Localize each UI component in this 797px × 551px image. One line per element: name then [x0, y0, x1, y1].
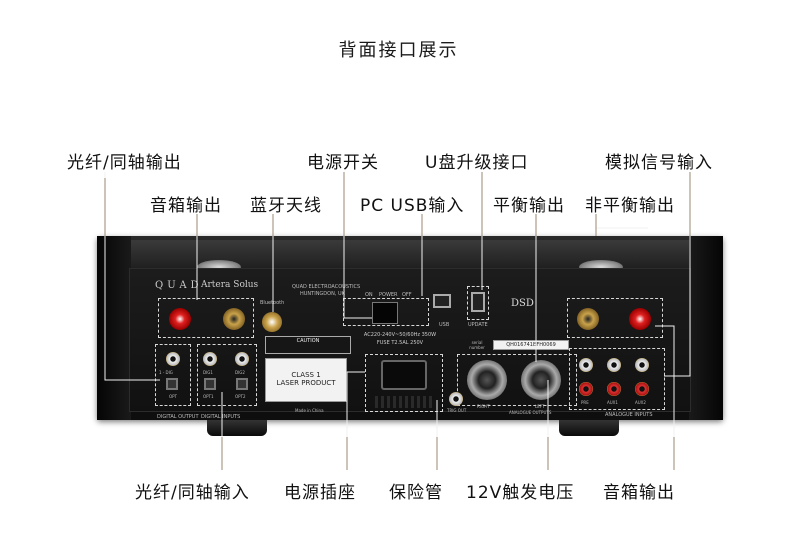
aux2-silk: AUX2: [635, 400, 646, 405]
dsd-logo: DSD: [511, 298, 534, 309]
leader-analog-input: [664, 172, 691, 377]
analogue-inputs-silk: ANALOGUE INPUTS: [605, 412, 653, 418]
usb-update-port[interactable]: [471, 292, 485, 312]
serial-number: QH016741BFH0069: [493, 340, 569, 350]
aux1-silk: AUX1: [607, 400, 618, 405]
label-analog-input: 模拟信号输入: [605, 153, 713, 173]
aux1-right-jack[interactable]: [607, 382, 621, 396]
dig-in-tag-1: DIG1: [203, 370, 213, 375]
coax-input-2-jack[interactable]: [235, 352, 249, 366]
dig-in-tag-2: DIG2: [235, 370, 245, 375]
label-balanced-out: 平衡输出: [493, 196, 565, 216]
speaker-post-black-right[interactable]: [577, 308, 599, 330]
pre-out-left-jack[interactable]: [579, 358, 593, 372]
power-rating: AC220-240V~50/60Hz 350W: [363, 332, 437, 338]
balanced-output-box: [457, 354, 577, 406]
pre-out-right-jack[interactable]: [579, 382, 593, 396]
speaker-out-left-box: [158, 298, 254, 338]
right-silk: RIGHT: [477, 404, 490, 409]
power-off-silk: OFF: [402, 292, 412, 298]
xlr-output-right[interactable]: [467, 360, 507, 400]
foot-right: [559, 420, 619, 436]
speaker-out-right-box: [567, 298, 663, 338]
fuse-holder[interactable]: [375, 396, 435, 408]
trig-out-silk: TRIG OUT: [447, 408, 467, 413]
bluetooth-silk: Bluetooth: [260, 300, 285, 306]
model-name: Artera Solus: [201, 280, 259, 290]
power-socket[interactable]: [381, 360, 427, 390]
power-on-silk: ON: [365, 292, 373, 298]
update-port-box: [467, 286, 489, 320]
label-pc-usb-input: PC USB输入: [360, 196, 465, 216]
aux2-right-jack[interactable]: [635, 382, 649, 396]
label-speaker-out-top: 音箱输出: [150, 196, 222, 216]
made-in-silk: Made in China: [295, 408, 324, 413]
left-silk: LEFT: [535, 404, 545, 409]
label-fuse: 保险管: [389, 483, 443, 503]
digital-output-silk: DIGITAL OUTPUT: [157, 414, 199, 420]
opt-tag: OPT: [169, 394, 178, 399]
pre-silk: PRE: [581, 400, 589, 405]
update-silk: UPDATE: [468, 322, 488, 328]
speaker-post-black-left[interactable]: [223, 308, 245, 330]
leader-power-switch: [343, 172, 372, 319]
label-optical-coax-in: 光纤/同轴输入: [135, 483, 250, 503]
digital-inputs-silk: DIGITAL INPUTS: [201, 414, 241, 420]
aux2-left-jack[interactable]: [635, 358, 649, 372]
chassis-side-right: [689, 236, 723, 420]
analogue-outputs-silk: ANALOGUE OUTPUTS: [509, 410, 552, 415]
usb-silk: USB: [439, 322, 450, 328]
opt1-tag: OPT1: [203, 394, 214, 399]
dig-out-tag: 1 - DIG: [159, 370, 173, 375]
caution-title: CAUTION: [296, 338, 320, 344]
pc-usb-port[interactable]: [433, 294, 451, 308]
power-socket-box: [365, 354, 443, 412]
power-text-silk: POWER: [379, 292, 398, 298]
optical-input-2-port[interactable]: [236, 378, 248, 390]
maker-city: HUNTINGDON, UK: [300, 291, 345, 297]
speaker-post-red-right[interactable]: [629, 308, 651, 330]
caution-label: CAUTION: [265, 336, 351, 354]
fuse-rating: FUSE T2.5AL 250V: [376, 340, 424, 346]
bluetooth-antenna-connector[interactable]: [262, 312, 282, 332]
trigger-output-jack[interactable]: [449, 392, 463, 406]
label-usb-upgrade: U盘升级接口: [425, 153, 529, 173]
label-unbalanced-out: 非平衡输出: [585, 196, 675, 216]
optical-input-1-port[interactable]: [204, 378, 216, 390]
laser-product-label: CLASS 1 LASER PRODUCT: [265, 358, 347, 402]
speaker-post-red-left[interactable]: [169, 308, 191, 330]
label-trigger-12v: 12V触发电压: [466, 483, 575, 503]
coax-input-1-jack[interactable]: [203, 352, 217, 366]
laser-line-2: LASER PRODUCT: [276, 379, 336, 387]
opt2-tag: OPT2: [235, 394, 246, 399]
laser-line-1: CLASS 1: [291, 371, 321, 379]
serial-label: serial number: [469, 340, 485, 350]
digital-output-box: [155, 344, 191, 406]
leader-unbalanced-out: [595, 214, 648, 229]
label-power-socket: 电源插座: [284, 483, 356, 503]
label-speaker-out-bottom: 音箱输出: [603, 483, 675, 503]
chassis-side-left: [97, 236, 131, 420]
label-bt-antenna: 蓝牙天线: [250, 196, 322, 216]
leader-power-socket: [346, 371, 365, 470]
page-title: 背面接口展示: [338, 40, 459, 61]
label-power-switch: 电源开关: [307, 153, 379, 173]
power-switch[interactable]: [372, 302, 398, 324]
maker-name: QUAD ELECTROACOUSTICS: [292, 284, 361, 290]
analogue-io-box: [569, 348, 665, 410]
aux1-left-jack[interactable]: [607, 358, 621, 372]
coax-output-jack[interactable]: [166, 352, 180, 366]
leader-optical-coax-out: [104, 172, 160, 381]
label-optical-coax-out: 光纤/同轴输出: [67, 153, 182, 173]
leader-speaker-out-bottom: [655, 325, 675, 470]
digital-inputs-box: [197, 344, 257, 406]
optical-output-port[interactable]: [166, 378, 178, 390]
xlr-output-left[interactable]: [521, 360, 561, 400]
amplifier-rear-panel: QUAD Artera Solus QUAD ELECTROACOUSTICS …: [97, 236, 723, 436]
brand-logo: QUAD: [155, 280, 203, 291]
